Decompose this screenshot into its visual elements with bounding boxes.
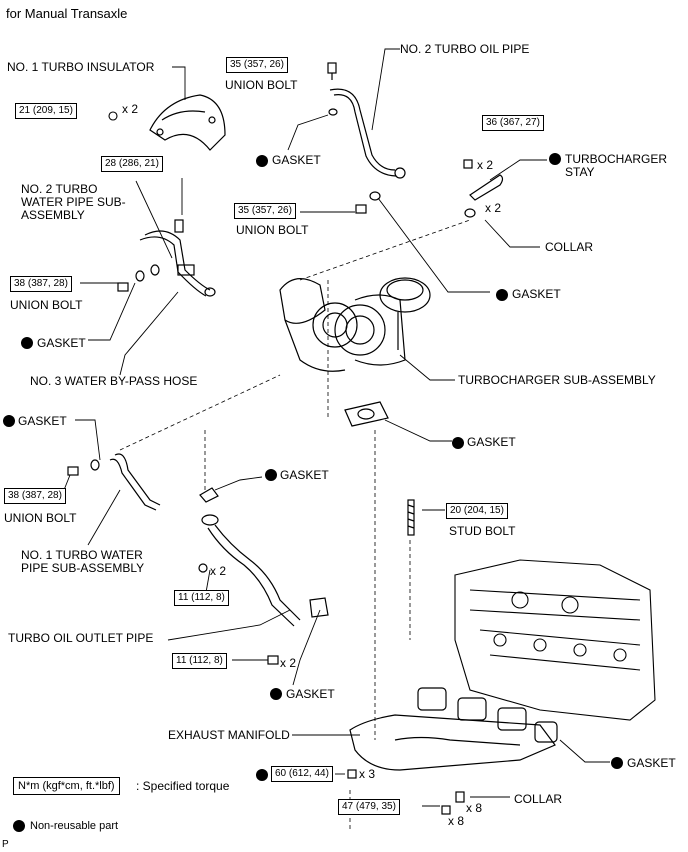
qty-oil-outlet-nut: x 2 xyxy=(210,564,227,578)
leader-lines xyxy=(61,48,610,807)
torque-box-union-bolt-water-no2: 38 (387, 28) xyxy=(10,276,72,292)
qty-manifold-collar: x 8 xyxy=(466,801,483,815)
non-reusable-dot xyxy=(256,769,268,781)
label-no1-turbo-insulator: NO. 1 TURBO INSULATOR xyxy=(7,60,155,74)
torque-box-oil-outlet-nut: 11 (112, 8) xyxy=(174,590,229,606)
legend-non-reusable-label: Non-reusable part xyxy=(30,820,119,832)
label-turbocharger-sub-assembly: TURBOCHARGER SUB-ASSEMBLY xyxy=(458,373,656,387)
label-exhaust-manifold: EXHAUST MANIFOLD xyxy=(168,728,290,742)
exhaust-manifold-shape xyxy=(347,687,558,815)
qty-stay-bolt: x 2 xyxy=(477,158,494,172)
label-no2-turbo-water-pipe: NO. 2 TURBO WATER PIPE SUB- ASSEMBLY xyxy=(21,182,126,222)
oil-outlet-pipe-shape xyxy=(198,487,329,665)
fasteners xyxy=(108,111,118,121)
torque-box-union-bolt-top: 35 (357, 26) xyxy=(226,57,288,73)
label-gasket-manifold: GASKET xyxy=(627,756,676,770)
page-title: for Manual Transaxle xyxy=(6,6,128,21)
water-pipe-no1-shape xyxy=(67,453,161,511)
label-union-bolt-mid: UNION BOLT xyxy=(236,223,309,237)
torque-box-manifold-collar: 47 (479, 35) xyxy=(338,799,400,815)
non-reusable-dot xyxy=(611,757,623,769)
label-no3-water-bypass-hose: NO. 3 WATER BY-PASS HOSE xyxy=(30,374,198,388)
label-collar-stay: COLLAR xyxy=(545,240,594,254)
legend-non-reusable-dot xyxy=(13,820,25,832)
torque-box-oil-outlet-bolt: 11 (112, 8) xyxy=(172,653,227,669)
label-gasket-oil-outlet-top: GASKET xyxy=(280,468,329,482)
label-gasket-water-no1: GASKET xyxy=(18,414,67,428)
qty-manifold-nut: x 3 xyxy=(359,767,376,781)
non-reusable-dot xyxy=(3,415,15,427)
torque-box-water-pipe-bolt: 28 (286, 21) xyxy=(101,156,163,172)
label-gasket-water-no2: GASKET xyxy=(37,336,86,350)
engine-block-shape xyxy=(454,559,656,721)
torque-box-manifold-nut: 60 (612, 44) xyxy=(271,766,333,782)
label-union-bolt-top: UNION BOLT xyxy=(225,78,298,92)
qty-oil-outlet-bolt: x 2 xyxy=(280,656,297,670)
label-stud-bolt: STUD BOLT xyxy=(449,524,516,538)
legend-torque-box: N*m (kgf*cm, ft.*lbf) xyxy=(13,777,120,795)
torque-box-union-bolt-mid: 35 (357, 26) xyxy=(234,203,296,219)
label-union-bolt-water-no1: UNION BOLT xyxy=(4,511,77,525)
non-reusable-dot xyxy=(265,469,277,481)
turbo-insulator-shape xyxy=(149,94,226,151)
footer-mark: P xyxy=(2,839,9,850)
turbo-gasket-shape xyxy=(344,401,389,427)
qty-insulator: x 2 xyxy=(122,102,139,116)
legend-specified-torque-label: : Specified torque xyxy=(136,779,230,793)
non-reusable-dot xyxy=(270,688,282,700)
torque-box-stay-bolt: 36 (367, 27) xyxy=(482,115,544,131)
stud-bolt-shape xyxy=(407,499,415,536)
label-gasket-oil-top: GASKET xyxy=(272,153,321,167)
non-reusable-dot xyxy=(549,153,561,165)
non-reusable-dot xyxy=(452,437,464,449)
label-no1-turbo-water-pipe: NO. 1 TURBO WATER PIPE SUB-ASSEMBLY xyxy=(21,548,145,575)
torque-box-stud-bolt: 20 (204, 15) xyxy=(446,503,508,519)
label-turbocharger-stay: TURBOCHARGER STAY xyxy=(565,152,668,179)
label-collar-manifold: COLLAR xyxy=(514,792,563,806)
non-reusable-dot xyxy=(21,337,33,349)
turbocharger-stay-shape xyxy=(463,159,504,218)
qty-manifold-bolt: x 8 xyxy=(448,814,465,828)
label-no2-turbo-oil-pipe: NO. 2 TURBO OIL PIPE xyxy=(400,42,530,56)
qty-collar-stay: x 2 xyxy=(485,201,502,215)
label-union-bolt-water-no2: UNION BOLT xyxy=(10,298,83,312)
dashed-guides xyxy=(119,219,471,830)
non-reusable-dot xyxy=(256,155,268,167)
label-turbo-oil-outlet-pipe: TURBO OIL OUTLET PIPE xyxy=(8,631,154,645)
label-gasket-oil-outlet-bottom: GASKET xyxy=(286,687,335,701)
water-pipe-no2-shape xyxy=(117,219,216,297)
label-gasket-oil-mid: GASKET xyxy=(512,287,561,301)
torque-box-union-bolt-water-no1: 38 (387, 28) xyxy=(4,488,66,504)
oil-pipe-shape xyxy=(327,62,406,214)
torque-box-insulator: 21 (209, 15) xyxy=(15,103,77,119)
non-reusable-dot xyxy=(496,289,508,301)
label-gasket-turbo: GASKET xyxy=(467,435,516,449)
turbocharger-shape xyxy=(279,277,431,372)
